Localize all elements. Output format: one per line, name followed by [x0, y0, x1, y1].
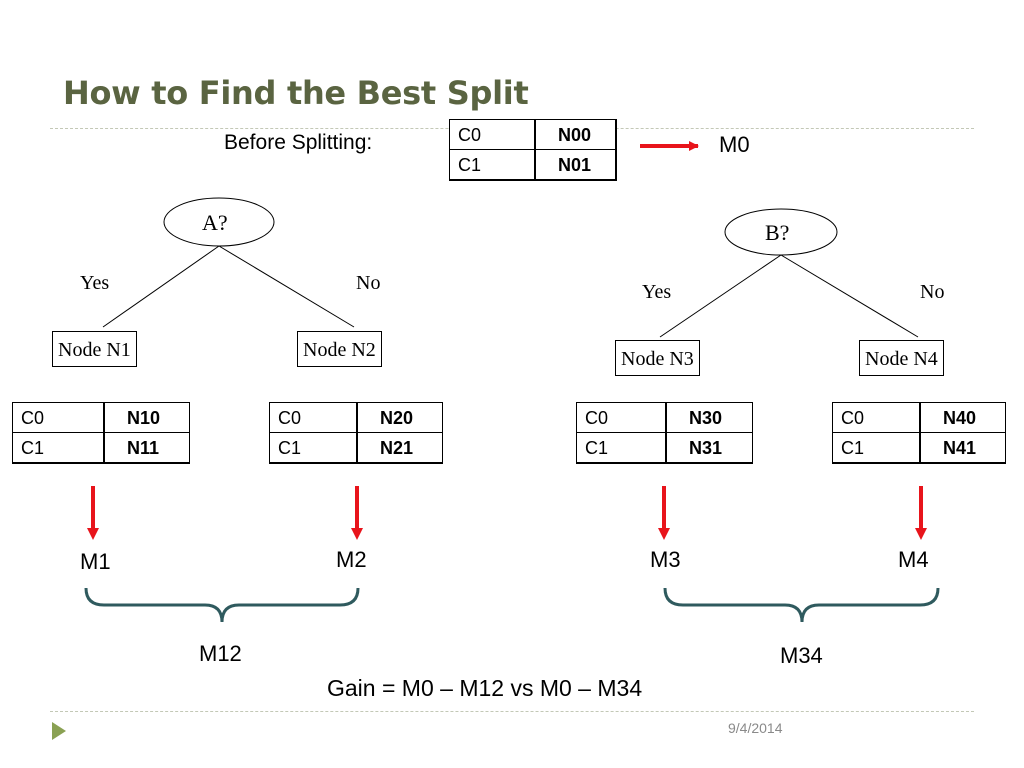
arrow-n2-m2-head — [351, 528, 363, 540]
n1-c1-value: N11 — [127, 437, 160, 458]
measure-m4: M4 — [898, 547, 929, 572]
n3-c0-value: N30 — [666, 402, 753, 433]
n3-c0-label: C0 — [576, 402, 667, 433]
next-slide-icon — [52, 722, 66, 740]
n2-c1-label: C1 — [269, 432, 358, 463]
n2-c1-value: N21 — [380, 437, 414, 458]
table-n4: C0 N40 C1 N41 — [832, 402, 1006, 464]
gain-formula: Gain = M0 – M12 vs M0 – M34 — [327, 675, 643, 701]
n1-c0-label: C0 — [12, 402, 105, 433]
n2-c0-label: C0 — [269, 402, 358, 433]
measure-m3: M3 — [650, 547, 681, 572]
branch-b-yes — [659, 254, 782, 338]
n3-c1-value: N31 — [689, 437, 723, 458]
slide-date: 9/4/2014 — [728, 720, 783, 736]
before-c0-value: N00 — [535, 119, 616, 150]
branch-a-no — [218, 245, 355, 328]
arrow-n4-m4-head — [915, 528, 927, 540]
n1-c1-label: C1 — [12, 432, 105, 463]
node-n4: Node N4 — [859, 340, 944, 376]
branch-b-no — [780, 254, 919, 338]
before-c1-label: C1 — [449, 149, 536, 180]
measure-m34: M34 — [780, 643, 823, 668]
split-b-label: B? — [765, 220, 790, 245]
branch-a-no-label: No — [356, 272, 381, 294]
before-split-table: C0 N00 C1 N01 — [449, 119, 617, 181]
measure-m2: M2 — [336, 547, 367, 572]
node-n1: Node N1 — [52, 331, 137, 367]
arrow-n1-m1-head — [87, 528, 99, 540]
node-n2: Node N2 — [297, 331, 382, 367]
branch-b-no-label: No — [920, 281, 945, 303]
n4-c0-value: N40 — [920, 402, 1006, 433]
before-c1-value: N01 — [558, 154, 592, 175]
brace-m12 — [84, 587, 360, 623]
n2-c0-value: N20 — [357, 402, 443, 433]
measure-m12: M12 — [199, 641, 242, 666]
n4-c1-label: C1 — [832, 432, 921, 463]
slide-title: How to Find the Best Split — [63, 74, 529, 112]
before-c0-label: C0 — [449, 119, 536, 150]
table-n1: C0 N10 C1 N11 — [12, 402, 190, 464]
branch-a-yes-label: Yes — [80, 272, 110, 294]
footer-separator — [50, 711, 974, 712]
node-n3: Node N3 — [615, 340, 700, 376]
branch-b-yes-label: Yes — [642, 281, 672, 303]
branch-a-yes — [102, 245, 220, 328]
measure-m0: M0 — [719, 132, 750, 157]
before-splitting-label: Before Splitting: — [224, 131, 373, 154]
n1-c0-value: N10 — [104, 402, 190, 433]
measure-m1: M1 — [80, 549, 111, 574]
n4-c1-value: N41 — [943, 437, 977, 458]
table-n3: C0 N30 C1 N31 — [576, 402, 753, 464]
brace-m34 — [663, 587, 940, 623]
arrow-n3-m3-head — [658, 528, 670, 540]
split-a-label: A? — [202, 210, 228, 235]
n3-c1-label: C1 — [576, 432, 667, 463]
table-n2: C0 N20 C1 N21 — [269, 402, 443, 464]
n4-c0-label: C0 — [832, 402, 921, 433]
